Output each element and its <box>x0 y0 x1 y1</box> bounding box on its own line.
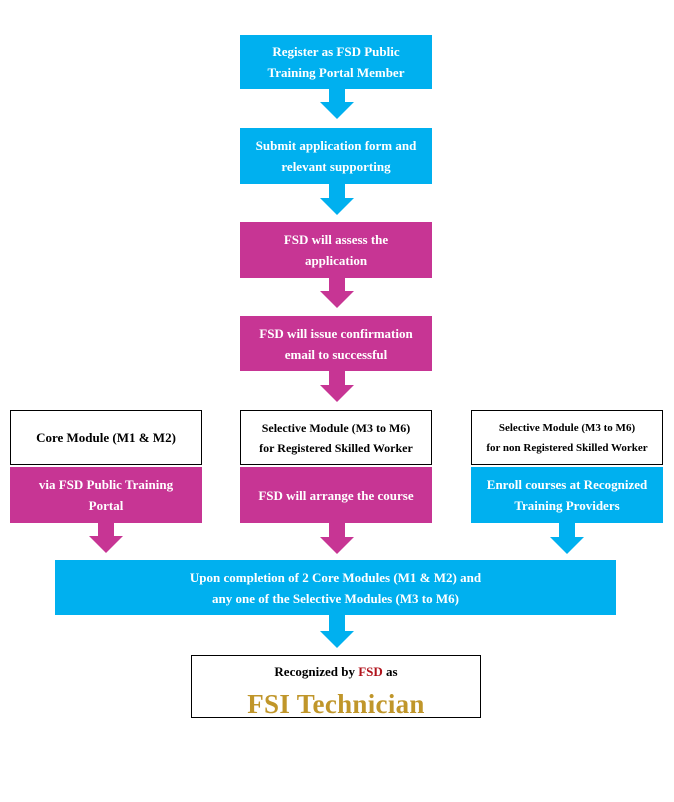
core-action-line-2: Portal <box>88 498 124 513</box>
arrow-confirm-to-modules <box>320 371 354 402</box>
register-line-2: Training Portal Member <box>267 65 405 80</box>
fsi-technician-title: FSI Technician <box>247 689 425 719</box>
recognition-line: Recognized by FSD as <box>274 663 397 681</box>
assess-line-1: FSD will assess the <box>283 232 389 247</box>
register-line-1: Register as FSD Public <box>272 44 400 59</box>
completion-box: Upon completion of 2 Core Modules (M1 & … <box>55 560 616 615</box>
selective-non-registered-line-2: for non Registered Skilled Worker <box>486 441 648 454</box>
submit-step: Submit application form and relevant sup… <box>240 128 432 184</box>
arrow-submit-to-assess <box>320 184 354 215</box>
submit-line-2: relevant supporting <box>281 159 391 174</box>
recognition-suffix: as <box>386 664 398 679</box>
selective-non-registered-action-box: Enroll courses at Recognized Training Pr… <box>471 467 663 523</box>
selective-non-registered-action-line-1: Enroll courses at Recognized <box>486 477 648 492</box>
completion-line-2: any one of the Selective Modules (M3 to … <box>212 590 459 606</box>
recognition-org: FSD <box>358 664 383 679</box>
selective-registered-line-2: for Registered Skilled Worker <box>259 440 413 455</box>
core-action-line-1: via FSD Public Training <box>38 477 174 492</box>
submit-line-1: Submit application form and <box>255 138 417 153</box>
selective-registered-action-label: FSD will arrange the course <box>258 487 414 503</box>
selective-non-registered-action-line-2: Training Providers <box>514 498 620 513</box>
selective-non-registered-box: Selective Module (M3 to M6) for non Regi… <box>471 410 663 465</box>
core-module-label: Core Module (M1 & M2) <box>36 430 176 445</box>
arrow-completion-to-recognition <box>320 615 354 648</box>
register-step: Register as FSD Public Training Portal M… <box>240 35 432 89</box>
recognition-prefix: Recognized by <box>274 664 355 679</box>
selective-registered-box: Selective Module (M3 to M6) for Register… <box>240 410 432 465</box>
confirm-step: FSD will issue confirmation email to suc… <box>240 316 432 371</box>
arrow-selective-registered-to-completion <box>320 523 354 554</box>
completion-line-1: Upon completion of 2 Core Modules (M1 & … <box>189 569 482 585</box>
selective-registered-action-box: FSD will arrange the course <box>240 467 432 523</box>
confirm-line-1: FSD will issue confirmation <box>259 325 413 341</box>
arrow-selective-non-registered-to-completion <box>550 523 584 554</box>
arrow-core-to-completion <box>89 523 123 553</box>
core-module-box: Core Module (M1 & M2) <box>10 410 202 465</box>
assess-step: FSD will assess the application <box>240 222 432 278</box>
recognition-box: Recognized by FSD as FSI Technician <box>191 655 481 719</box>
assess-line-2: application <box>304 253 368 268</box>
selective-non-registered-line-1: Selective Module (M3 to M6) <box>498 421 636 434</box>
selective-registered-line-1: Selective Module (M3 to M6) <box>261 420 411 435</box>
core-action-box: via FSD Public Training Portal <box>10 467 202 523</box>
arrow-assess-to-confirm <box>320 278 354 308</box>
confirm-line-2: email to successful <box>284 346 388 362</box>
arrow-register-to-submit <box>320 89 354 119</box>
